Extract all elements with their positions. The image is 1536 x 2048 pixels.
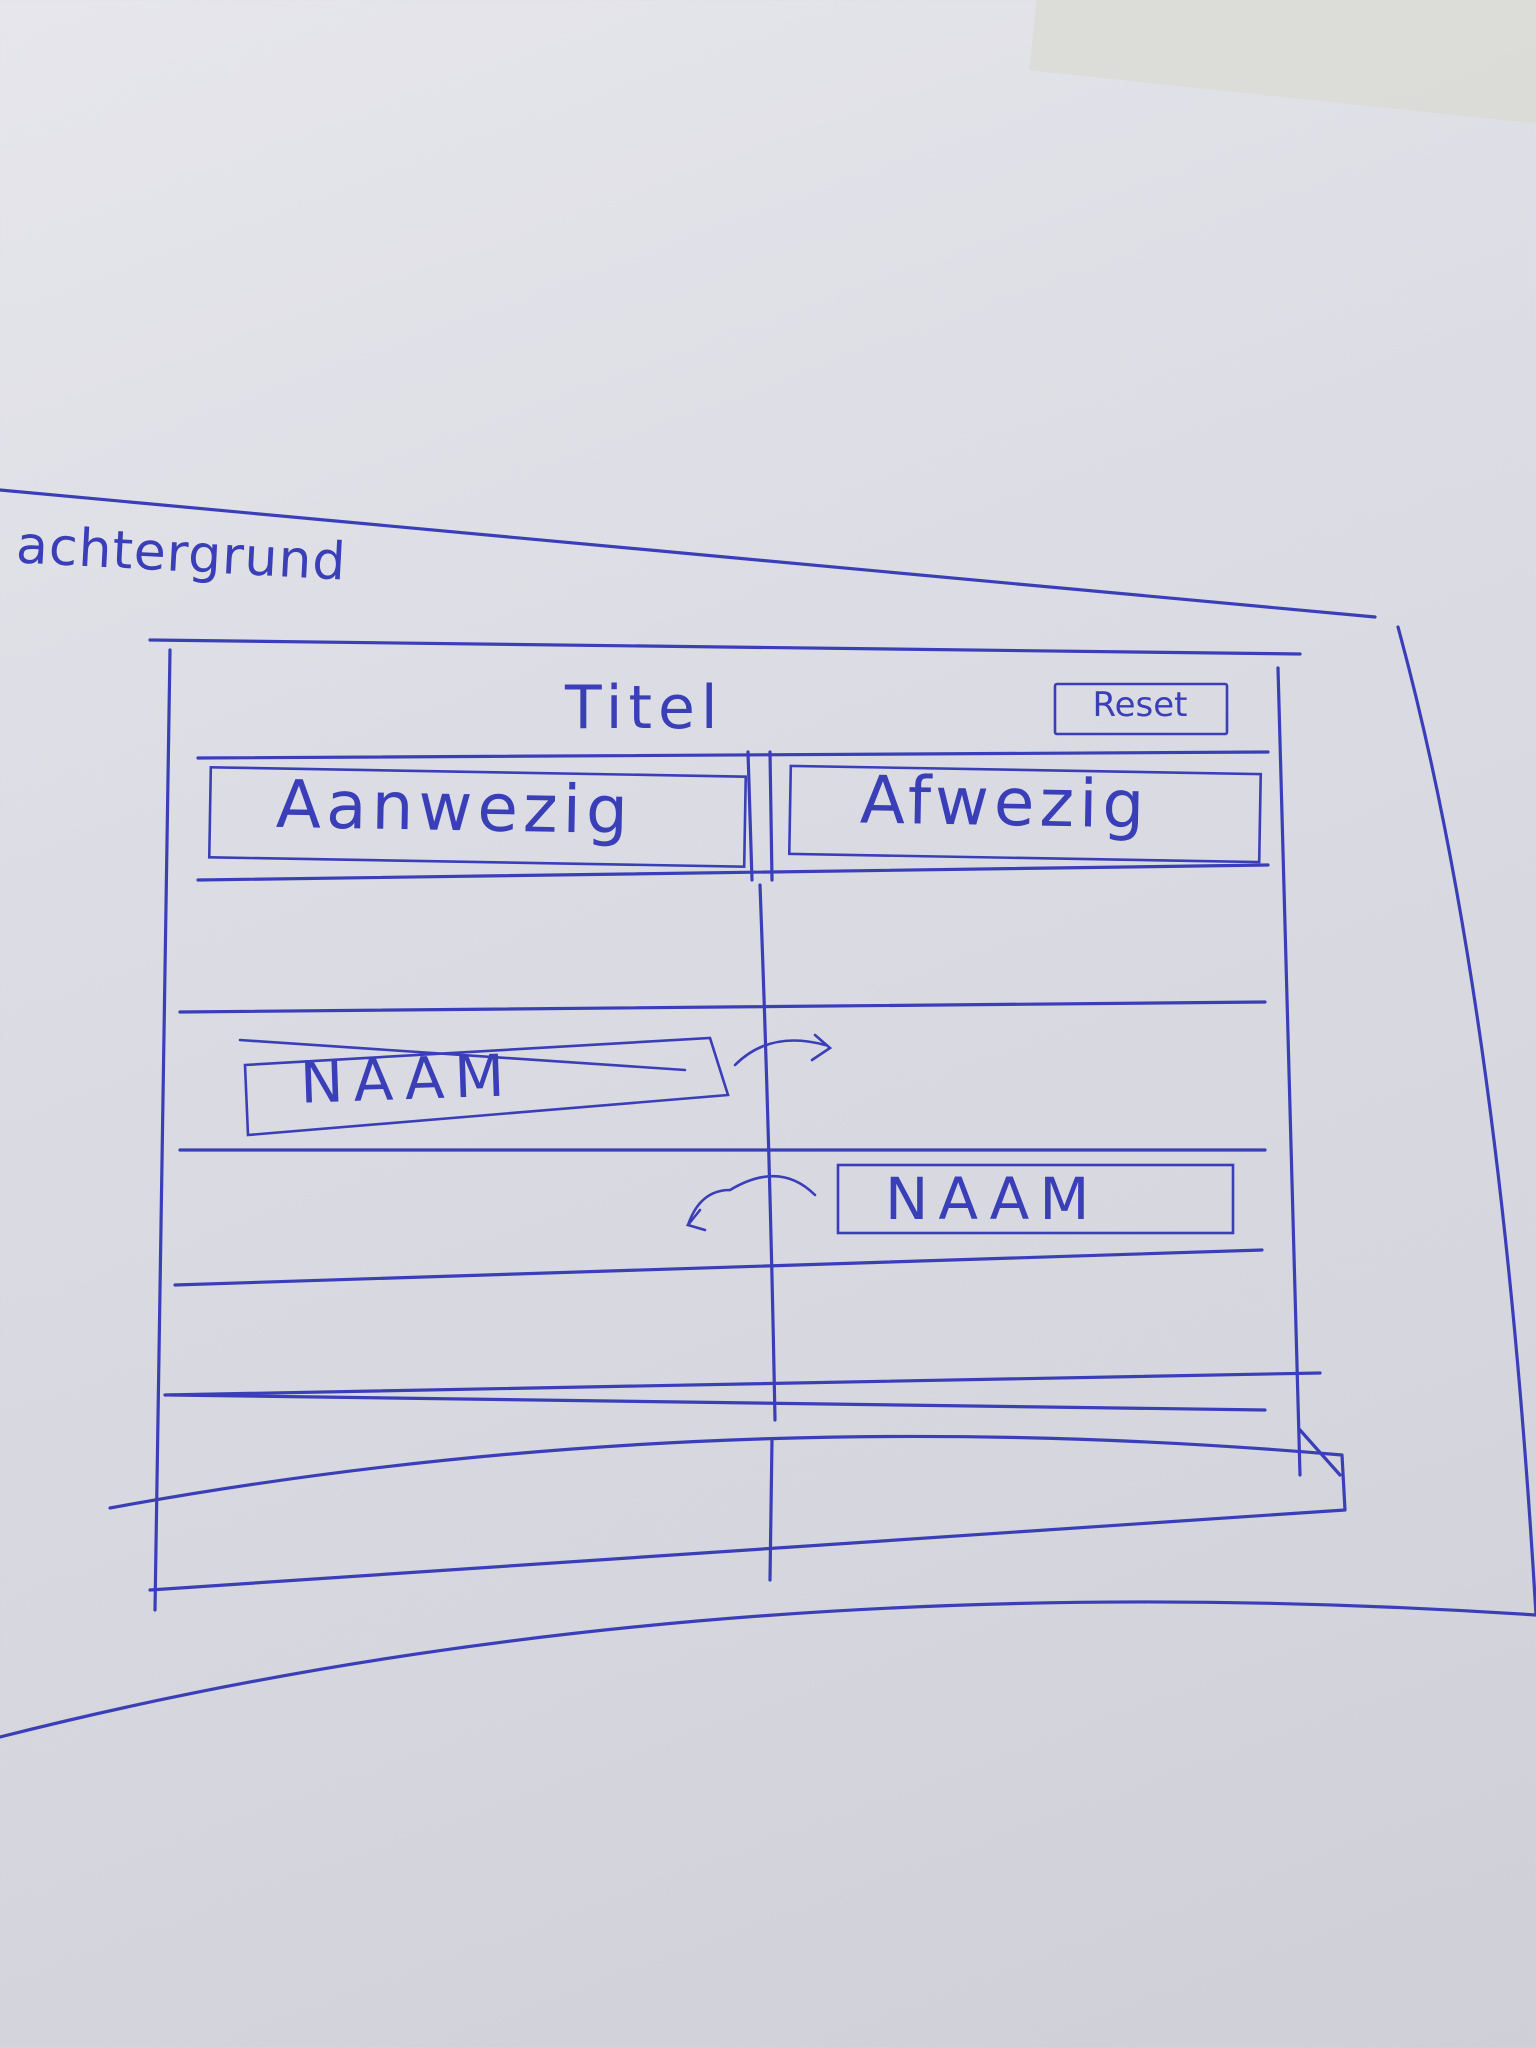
page-title: Titel [565, 673, 724, 743]
panel-right-border [1276, 666, 1302, 1477]
background-outline-right [1396, 625, 1536, 1617]
move-arrow-left [685, 1174, 817, 1232]
move-arrow-right [733, 1033, 833, 1067]
row-line-4 [163, 1371, 1322, 1397]
present-column-header: Aanwezig [275, 765, 634, 850]
name-tag-1-outline [243, 1036, 730, 1137]
row-line-1 [178, 1000, 1267, 1014]
panel-top-border [148, 638, 1302, 656]
name-tag-1-strike [238, 1038, 687, 1072]
absent-header-box [787, 764, 1263, 864]
present-header-box [207, 766, 748, 868]
column-divider-lower [768, 1438, 774, 1582]
header-divider [746, 750, 774, 882]
header-band-top [196, 750, 1270, 760]
name-tag-absent[interactable]: NAAM [885, 1165, 1100, 1233]
row-line-5 [168, 1393, 1267, 1412]
header-band-bottom [196, 863, 1270, 882]
column-divider [758, 883, 777, 1422]
reset-button[interactable]: Reset [1092, 685, 1188, 725]
background-outline [0, 488, 1377, 619]
row-line-3 [173, 1248, 1264, 1287]
name-tag-2-outline [836, 1163, 1235, 1235]
reset-button-outline [1053, 682, 1229, 736]
absent-column-header: Afwezig [859, 761, 1151, 844]
background-outline-bottom [0, 1600, 1536, 1739]
panel-left-border [153, 648, 172, 1612]
panel-bottom-frame [108, 1434, 1347, 1592]
panel-bottom-corner [1298, 1428, 1342, 1477]
name-tag-present[interactable]: NAAM [298, 1041, 516, 1117]
